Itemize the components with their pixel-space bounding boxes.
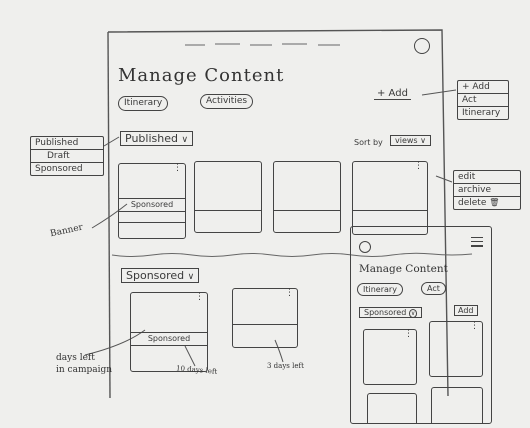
sponsored-card[interactable]: ⋮ [232, 288, 298, 348]
sort-label: Sort by [354, 138, 383, 147]
content-card[interactable]: ⋮ [352, 161, 428, 235]
sponsored-dropdown-label: Sponsored [126, 269, 185, 282]
mobile-tab-itinerary[interactable]: Itinerary [357, 283, 403, 296]
chevron-down-icon: ∨ [187, 272, 195, 282]
sponsored-banner-label: Sponsored [147, 334, 191, 343]
days-left-note-line2: in campaign [56, 365, 113, 375]
content-card[interactable] [194, 161, 262, 233]
published-dropdown[interactable]: Published ∨ [120, 131, 194, 146]
add-option: + Add [458, 81, 508, 94]
trash-icon: 🗑 [489, 198, 500, 207]
mobile-content-card[interactable]: ⋮ [429, 321, 483, 377]
add-button[interactable]: + Add [374, 88, 411, 100]
add-option: Act [458, 94, 508, 107]
card-menu-list: edit archive delete 🗑 [453, 170, 521, 210]
kebab-menu-icon[interactable]: ⋮ [404, 329, 413, 339]
mobile-wireframe: Manage Content Itinerary Act Sponsored ∨… [350, 226, 492, 424]
mobile-add-button[interactable]: Add [454, 305, 478, 316]
kebab-menu-icon[interactable]: ⋮ [414, 161, 423, 171]
card-menu-delete-label: delete [458, 198, 487, 208]
status-option: Draft [31, 150, 103, 163]
tab-itinerary[interactable]: Itinerary [118, 96, 169, 111]
mobile-avatar[interactable] [359, 241, 371, 253]
content-card[interactable] [273, 161, 341, 233]
mobile-content-card[interactable] [431, 387, 483, 423]
avatar[interactable] [414, 38, 430, 54]
sponsored-dropdown[interactable]: Sponsored ∨ [121, 268, 200, 283]
sort-dropdown[interactable]: views ∨ [390, 135, 431, 146]
status-option: Sponsored [35, 164, 83, 174]
mobile-sponsored-dropdown-label: Sponsored [364, 308, 407, 317]
status-options-list: Published Draft Sponsored [30, 136, 104, 176]
status-option: Published [31, 137, 103, 150]
kebab-menu-icon[interactable]: ⋮ [195, 292, 204, 302]
days-left-note: days left in campaign [56, 352, 112, 376]
card2-days-left: 3 days left [267, 362, 304, 370]
tab-activities[interactable]: Activities [200, 94, 254, 109]
sponsored-banner-label: Sponsored [130, 200, 174, 209]
mobile-content-card[interactable]: ⋮ [363, 329, 417, 385]
days-left-note-line1: days left [56, 353, 95, 363]
kebab-menu-icon[interactable]: ⋮ [285, 288, 294, 298]
chevron-down-icon: ∨ [181, 135, 189, 145]
sponsored-banner: Sponsored [119, 198, 185, 212]
card-menu-option: delete 🗑 [454, 197, 520, 209]
page-title: Manage Content [118, 65, 285, 86]
card-menu-option: edit [454, 171, 520, 184]
kebab-menu-icon[interactable]: ⋮ [470, 321, 479, 331]
chevron-down-icon: ∨ [420, 136, 426, 145]
card-menu-option: archive [454, 184, 520, 197]
mobile-tab-act[interactable]: Act [421, 282, 446, 295]
sponsored-card[interactable]: ⋮ Sponsored [130, 292, 208, 372]
sponsored-banner: Sponsored [131, 332, 207, 346]
published-dropdown-label: Published [125, 132, 178, 145]
mobile-sponsored-dropdown[interactable]: Sponsored ∨ [359, 307, 423, 318]
mobile-content-card[interactable] [367, 393, 417, 423]
chevron-down-icon: ∨ [408, 309, 418, 318]
add-options-list: + Add Act Itinerary [457, 80, 509, 120]
add-option: Itinerary [462, 108, 501, 118]
hamburger-menu-icon[interactable] [471, 237, 483, 247]
desktop-wireframe: Manage Content Itinerary Activities + Ad… [108, 30, 448, 398]
content-card[interactable]: ⋮ Sponsored [118, 163, 186, 239]
sort-dropdown-value: views [395, 136, 418, 145]
mobile-page-title: Manage Content [359, 263, 448, 275]
kebab-menu-icon[interactable]: ⋮ [173, 163, 182, 173]
